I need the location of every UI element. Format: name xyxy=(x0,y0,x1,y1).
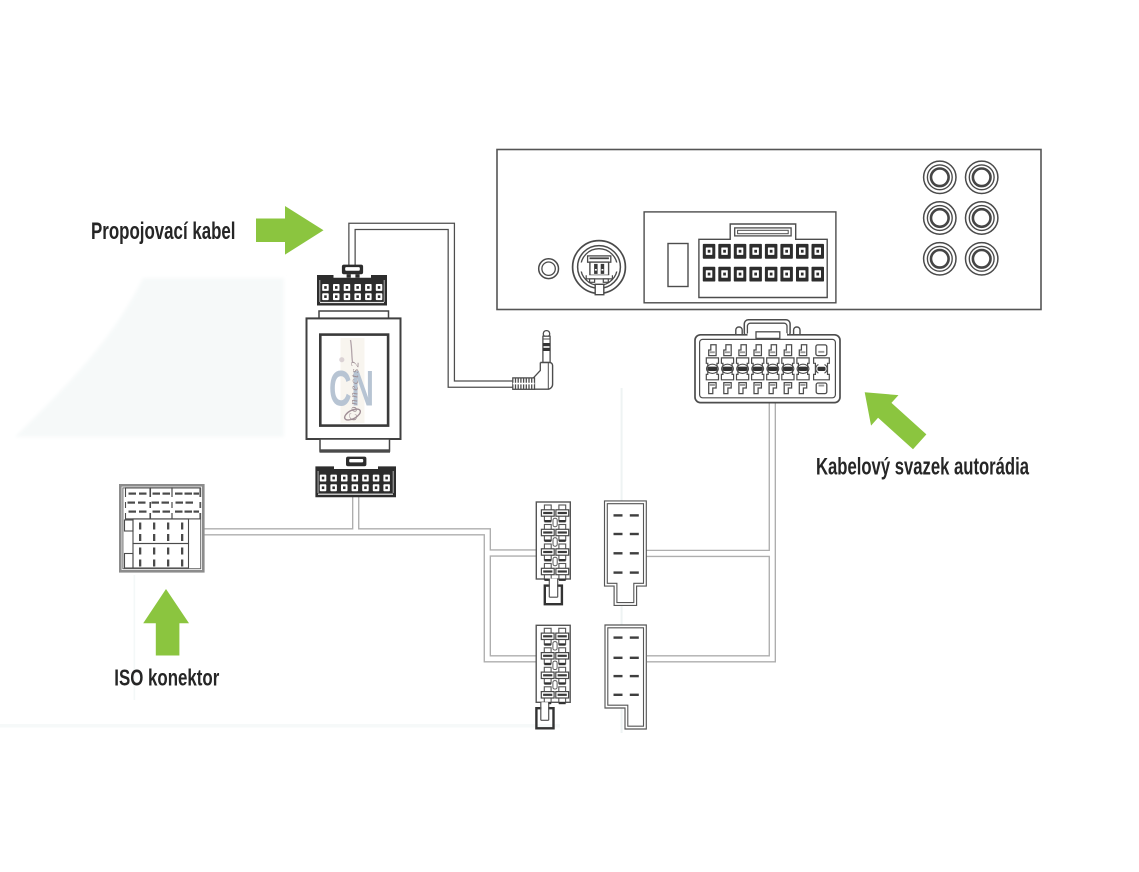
svg-text:Kabelový svazek autorádia: Kabelový svazek autorádia xyxy=(816,453,1029,480)
svg-text:Propojovací kabel: Propojovací kabel xyxy=(91,218,236,245)
svg-text:CN: CN xyxy=(329,361,374,417)
svg-text:ISO konektor: ISO konektor xyxy=(114,664,219,690)
svg-text:Connects2: Connects2 xyxy=(348,360,362,421)
